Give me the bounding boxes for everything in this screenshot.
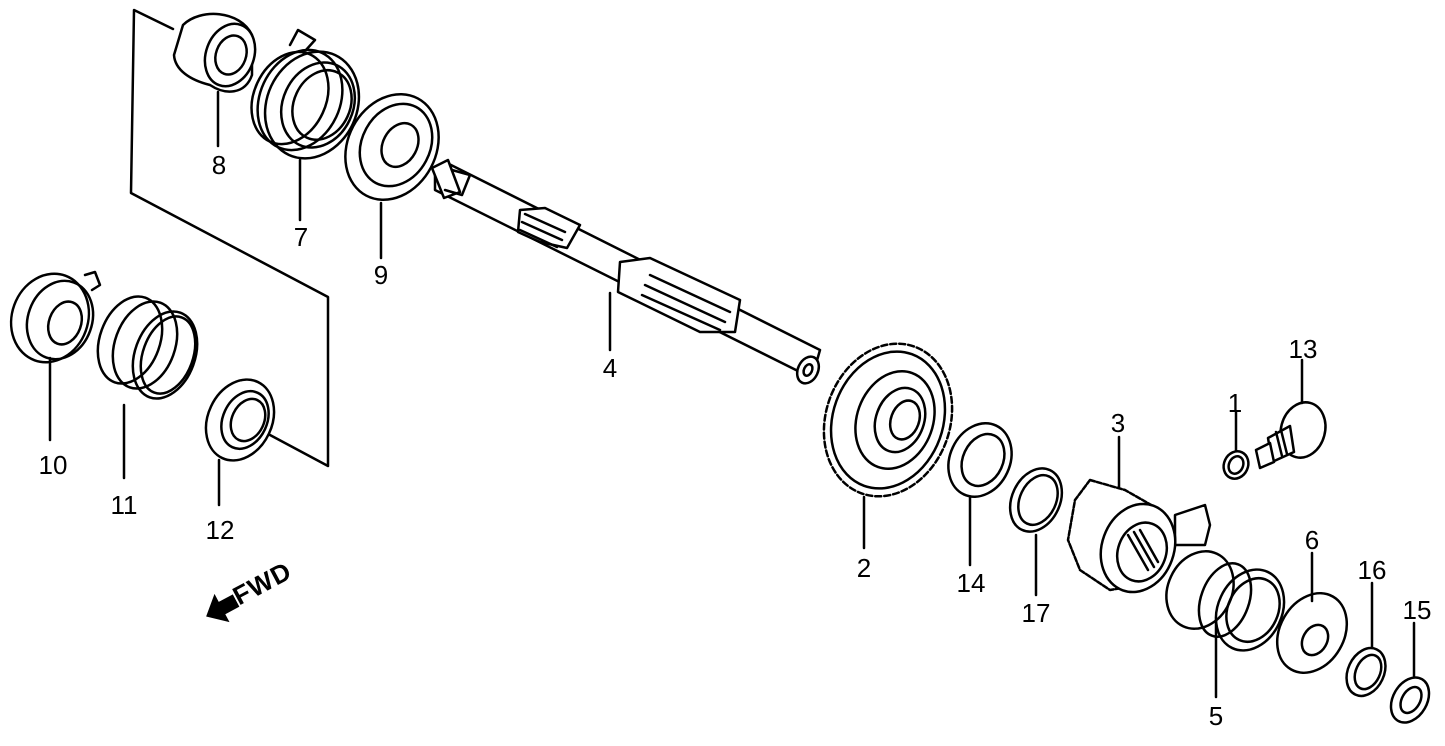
part-9-spring-seat-icon [344,92,440,260]
callout-16: 16 [1357,555,1387,585]
part-14-washer-icon [947,422,1013,567]
callout-17: 17 [1021,598,1051,628]
part-12-spring-seat-icon [204,378,276,507]
part-7-return-spring-icon [250,28,361,222]
part-8-collar-icon [172,12,257,148]
callout-7: 7 [293,222,309,252]
forward-direction-indicator: FWD [194,537,328,646]
callout-13: 13 [1288,334,1318,364]
group-bracket [129,8,330,468]
callout-2: 2 [856,553,872,583]
callout-5: 5 [1208,701,1224,731]
callout-8: 8 [211,150,227,180]
part-16-circlip-icon [1345,581,1387,698]
part-17-circlip-icon [1008,467,1064,597]
callout-11: 11 [110,490,138,520]
part-15-washer-icon [1389,621,1431,724]
part-2-gear-icon [822,342,954,550]
callout-6: 6 [1304,525,1320,555]
part-5-spring-icon [1165,550,1286,699]
callout-15: 15 [1402,595,1432,625]
part-6-washer-icon [1275,551,1349,674]
part-4-spindle-shaft-icon [430,158,822,385]
part-1-washer-icon [1222,409,1250,480]
part-3-ratchet-icon [1066,435,1212,594]
callout-9: 9 [373,260,389,290]
callout-12: 12 [205,515,235,545]
callout-1: 1 [1227,388,1243,418]
arrow-left-down-icon [206,593,240,623]
callout-10: 10 [38,450,68,480]
part-11-spring-icon [96,295,199,480]
part-10-holder-icon [9,270,102,442]
part-13-bolt-icon [1254,358,1327,470]
callout-14: 14 [956,568,986,598]
callout-3: 3 [1110,408,1126,438]
callout-4: 4 [602,353,618,383]
